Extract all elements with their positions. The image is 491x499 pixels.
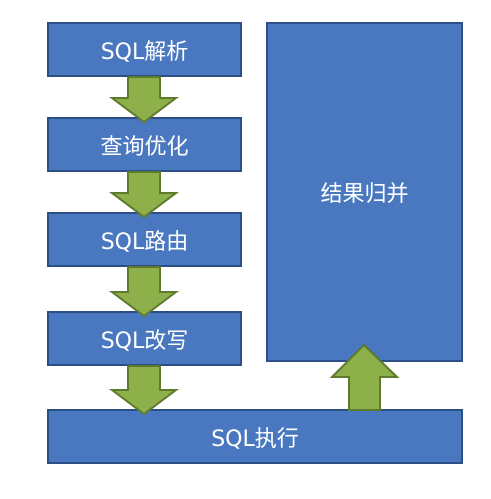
step-rewrite-label: SQL改写 xyxy=(100,328,189,354)
step-parse: SQL解析 xyxy=(47,22,242,77)
step-rewrite: SQL改写 xyxy=(47,311,242,366)
step-route-label: SQL路由 xyxy=(100,229,189,255)
arrow-execute-to-merge xyxy=(329,343,400,411)
arrow-rewrite-to-execute xyxy=(109,365,179,416)
arrow-parse-to-optimize xyxy=(109,76,179,124)
step-optimize-label: 查询优化 xyxy=(100,134,189,160)
arrow-route-to-rewrite xyxy=(109,266,179,318)
step-route: SQL路由 xyxy=(47,212,242,267)
step-merge-label: 结果归并 xyxy=(320,182,409,207)
step-execute-label: SQL执行 xyxy=(211,426,299,452)
arrow-optimize-to-route xyxy=(109,171,179,219)
step-execute: SQL执行 xyxy=(47,409,463,464)
step-parse-label: SQL解析 xyxy=(100,39,189,65)
step-merge: 结果归并 xyxy=(266,22,463,362)
